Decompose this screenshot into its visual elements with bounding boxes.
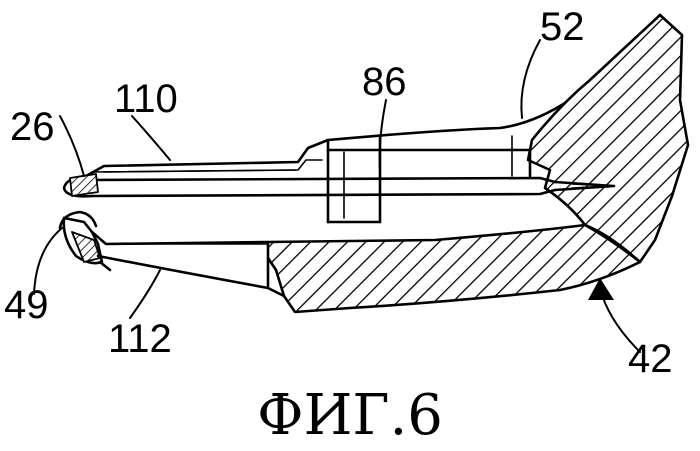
leader-110	[132, 116, 170, 160]
tip-upper-hatch	[70, 174, 98, 196]
lower-jaw-112	[92, 232, 284, 296]
label-26: 26	[10, 105, 55, 149]
housing-hatched-section	[528, 15, 688, 262]
label-110: 110	[114, 77, 178, 121]
figure-caption: ФИГ.6	[257, 383, 443, 446]
lower-hatched-section	[268, 225, 640, 312]
bore-lower-line	[92, 190, 555, 196]
label-112: 112	[108, 317, 172, 361]
label-42: 42	[628, 337, 673, 381]
jaw-110-line	[104, 170, 296, 172]
leader-26	[60, 116, 84, 176]
bore-upper-line	[86, 178, 555, 182]
leader-52	[521, 40, 540, 118]
element-86-box	[328, 150, 530, 222]
label-86: 86	[362, 60, 407, 104]
label-49: 49	[4, 283, 49, 327]
leader-112	[130, 270, 160, 318]
label-52: 52	[540, 5, 585, 49]
